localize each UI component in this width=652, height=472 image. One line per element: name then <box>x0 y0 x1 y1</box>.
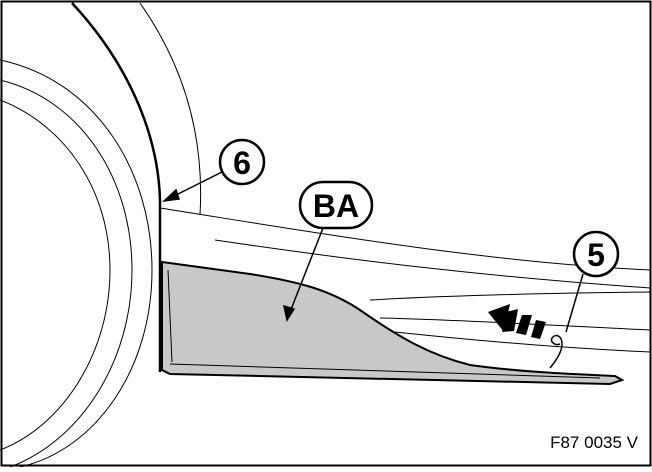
callout-6: 6 <box>218 138 266 186</box>
trim-panel-lower-edge-line <box>169 363 601 379</box>
callout-ba-oval <box>298 180 374 230</box>
callout-5: 5 <box>572 230 620 278</box>
side-skirt-trim-panel <box>161 260 625 386</box>
wheel-arch-edge <box>71 2 162 372</box>
wheel-tire <box>0 59 153 468</box>
callout-ba: BA <box>298 180 374 230</box>
callout-5-label: 5 <box>587 237 605 273</box>
callout-5-circle <box>572 230 620 278</box>
leader-lines <box>161 171 584 333</box>
trim-panel-front-edge-line <box>167 269 173 363</box>
figure-reference-code: F87 0035 V <box>550 433 638 452</box>
wheel-arch-inner-line <box>139 2 202 216</box>
callout-6-label: 6 <box>233 145 251 181</box>
callout-6-circle <box>218 138 266 186</box>
retaining-clip <box>549 334 563 369</box>
removal-direction-arrow <box>488 304 546 339</box>
callout-ba-label: BA <box>313 188 359 224</box>
